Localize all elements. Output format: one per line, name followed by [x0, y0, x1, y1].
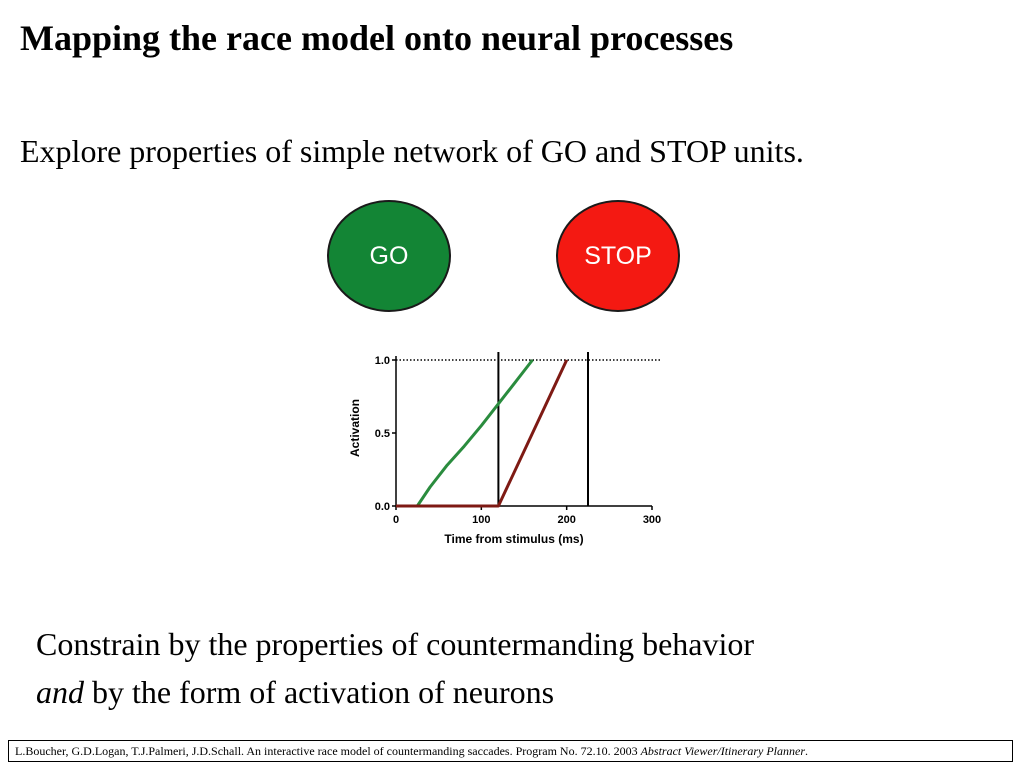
citation-source: Abstract Viewer/Itinerary Planner — [640, 744, 806, 758]
activation-chart-svg: 0.0 0.5 1.0 0 100 200 300 Time from stimulus (… — [348, 352, 661, 546]
conclusion-line-2-rest: by the form of activation of neurons — [84, 674, 555, 710]
conclusion-line-2: and by the form of activation of neurons — [36, 668, 754, 716]
conclusion-line-1: Constrain by the properties of counterma… — [36, 626, 755, 662]
go-activation-line — [416, 359, 534, 507]
go-unit: GO — [327, 200, 451, 312]
y-tick-label: 1.0 — [375, 355, 390, 367]
x-tick-label: 300 — [643, 514, 661, 526]
y-tick-label: 0.5 — [375, 428, 390, 440]
x-tick-label: 0 — [393, 514, 399, 526]
go-unit-label: GO — [369, 241, 409, 270]
conclusion-text: Constrain by the properties of counterma… — [36, 620, 754, 716]
x-axis-label: Time from stimulus (ms) — [444, 532, 583, 546]
stop-unit: STOP — [556, 200, 680, 312]
x-tick-label: 100 — [472, 514, 490, 526]
x-tick-label: 200 — [557, 514, 575, 526]
slide-title: Mapping the race model onto neural proce… — [20, 18, 734, 58]
citation-text: L.Boucher, G.D.Logan, T.J.Palmeri, J.D.S… — [15, 744, 641, 758]
conclusion-emphasis: and — [36, 674, 84, 710]
activation-chart: 0.0 0.5 1.0 0 100 200 300 Time from stimulus (… — [336, 340, 676, 555]
slide-subtitle: Explore properties of simple network of … — [20, 133, 804, 169]
stop-unit-label: STOP — [584, 241, 652, 270]
citation-footer: L.Boucher, G.D.Logan, T.J.Palmeri, J.D.S… — [8, 740, 1013, 762]
citation-end: . — [805, 744, 809, 758]
y-axis-label: Activation — [348, 399, 362, 457]
y-tick-label: 0.0 — [375, 501, 390, 513]
stop-activation-line — [396, 359, 569, 508]
